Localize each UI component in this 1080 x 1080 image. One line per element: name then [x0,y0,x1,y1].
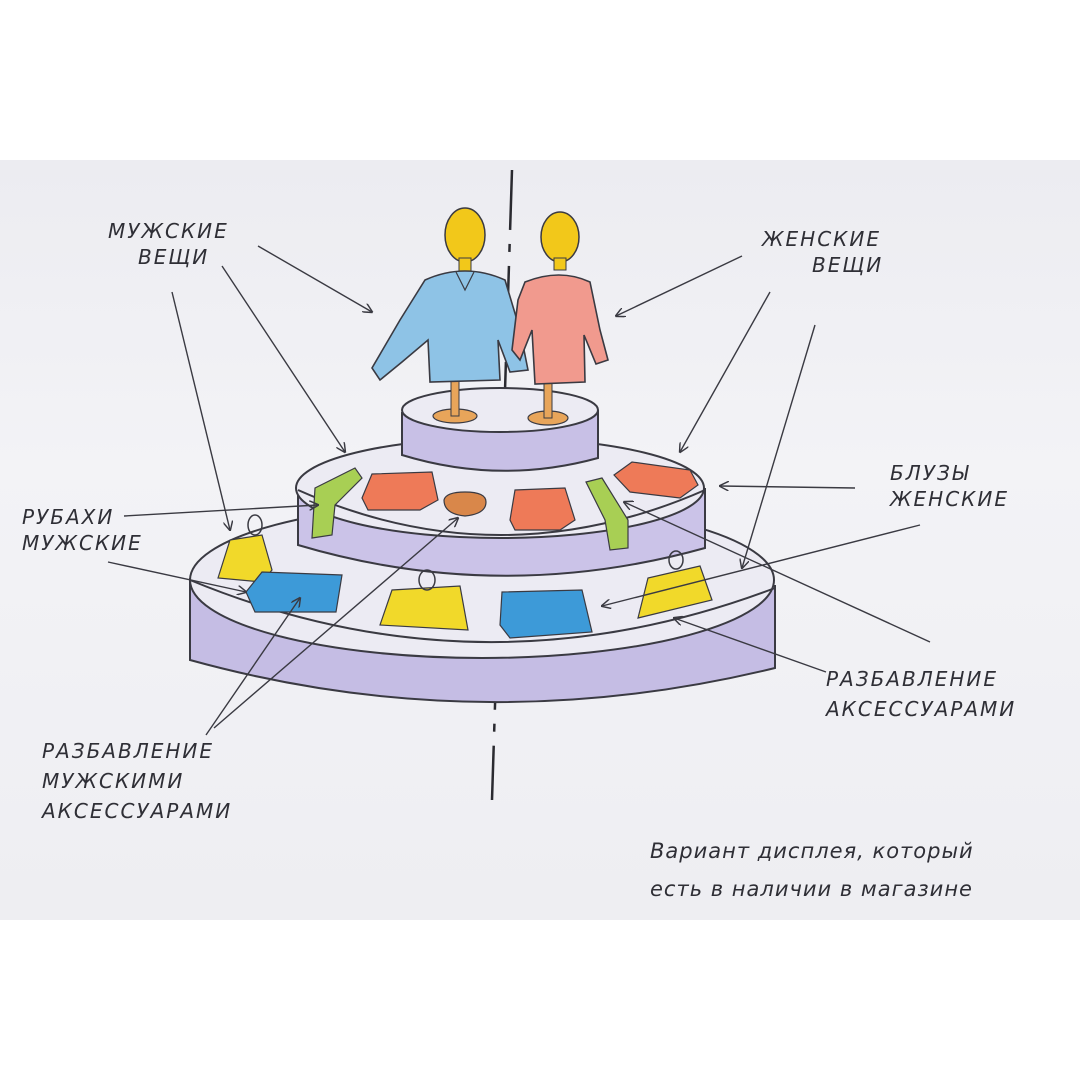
label-mens-accessories: РАЗБАВЛЕНИЕ МУЖСКИМИ АКСЕССУАРАМИ [42,736,232,826]
display-note: Вариант дисплея, который есть в наличии … [650,832,974,908]
mannequin-stands [432,377,569,426]
label-line: РУБАХИ [22,505,115,529]
bottom-tier-items [217,514,713,639]
annotation-arrows [107,245,931,736]
male-mannequin [371,207,529,383]
label-line: ВЕЩИ [138,245,210,269]
label-womens-items: ЖЕНСКИЕ ВЕЩИ [762,226,883,278]
label-line: БЛУЗЫ [890,461,971,485]
label-line: МУЖСКИЕ [108,219,229,243]
label-line: РАЗБАВЛЕНИЕ [42,739,214,763]
label-line: ЖЕНСКИЕ [890,487,1009,511]
label-line: ВЕЩИ [812,253,884,277]
label-line: АКСЕССУАРАМИ [826,697,1017,721]
label-mens-items: МУЖСКИЕ ВЕЩИ [108,218,229,270]
label-line: ЖЕНСКИЕ [762,227,881,251]
label-line: МУЖСКИЕ [22,531,143,555]
label-line: МУЖСКИМИ [42,769,185,793]
middle-tier-items [311,461,699,551]
label-line: РАЗБАВЛЕНИЕ [826,667,998,691]
note-line: Вариант дисплея, который [650,839,974,863]
label-mens-shirts: РУБАХИ МУЖСКИЕ [22,504,143,556]
label-line: АКСЕССУАРАМИ [42,799,233,823]
label-womens-blouses: БЛУЗЫ ЖЕНСКИЕ [890,460,1009,512]
note-line: есть в наличии в магазине [650,877,973,901]
female-mannequin [511,211,609,385]
label-accessories: РАЗБАВЛЕНИЕ АКСЕССУАРАМИ [826,664,1016,724]
top-tier [401,387,599,472]
